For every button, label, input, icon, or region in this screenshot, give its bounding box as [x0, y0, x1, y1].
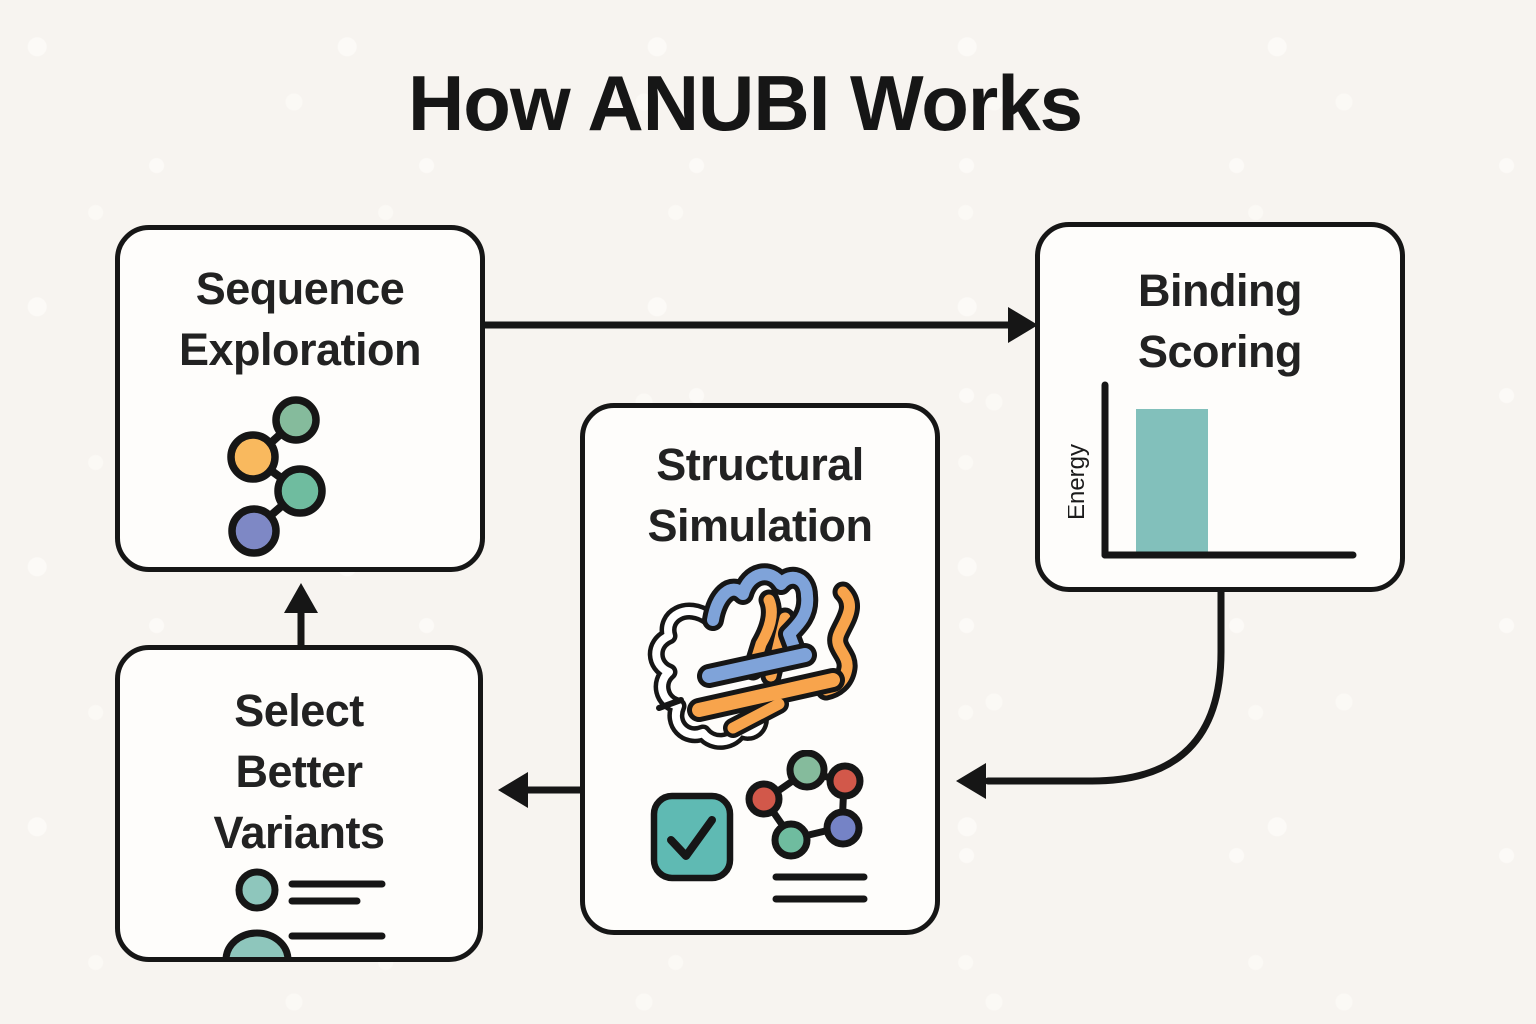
structural-simulation-label: Structural Simulation [647, 439, 873, 552]
arrowhead-right-icon [1008, 307, 1038, 343]
node-orange [227, 431, 279, 483]
person-body [222, 929, 292, 957]
blue-strand [702, 648, 812, 683]
node-green-mid [274, 465, 326, 517]
check-square [650, 792, 734, 882]
box-binding-scoring: Binding Scoring Energy [1035, 222, 1405, 592]
protein-ribbon-icon [647, 563, 860, 750]
arrowhead-left-binding-icon [956, 763, 986, 799]
ring-node-red-left [745, 780, 783, 818]
ring-node-blue [823, 808, 863, 848]
ring-node-green-bottom [771, 820, 811, 860]
blue-ribbon [707, 568, 814, 656]
box-sequence-exploration: Sequence Exploration [115, 225, 485, 572]
node-purple [228, 505, 280, 557]
check-mark [667, 816, 716, 860]
box-select-better-variants: Select Better Variants [115, 645, 483, 962]
sequence-exploration-label: Sequence Exploration [178, 263, 422, 376]
arrowhead-up-icon [284, 583, 318, 613]
node-green-top [272, 396, 320, 444]
energy-bar [1136, 409, 1208, 555]
arrow-binding-to-structural-line [984, 588, 1225, 785]
variant-list-lines [288, 880, 386, 940]
energy-bar-chart: Energy [1068, 381, 1357, 559]
loop-tail [656, 697, 684, 711]
select-better-variants-label: Select Better Variants [213, 685, 385, 859]
checkmark-icon [650, 792, 734, 882]
page-title: How ANUBI Works [407, 59, 1083, 147]
ring-node-green-top [786, 750, 828, 791]
list-lines-icon [772, 873, 868, 903]
ring-node-red-right [826, 762, 864, 800]
molecule-ring-icon [745, 750, 864, 860]
molecule-chain-icon [227, 396, 326, 557]
binding-scoring-label: Binding Scoring [1137, 265, 1303, 378]
box-structural-simulation: Structural Simulation [580, 403, 940, 935]
arrowhead-left-structural-icon [498, 772, 528, 808]
energy-axis-label: Energy [1068, 444, 1090, 520]
person-list-icon [222, 868, 386, 957]
person-head [235, 868, 279, 912]
